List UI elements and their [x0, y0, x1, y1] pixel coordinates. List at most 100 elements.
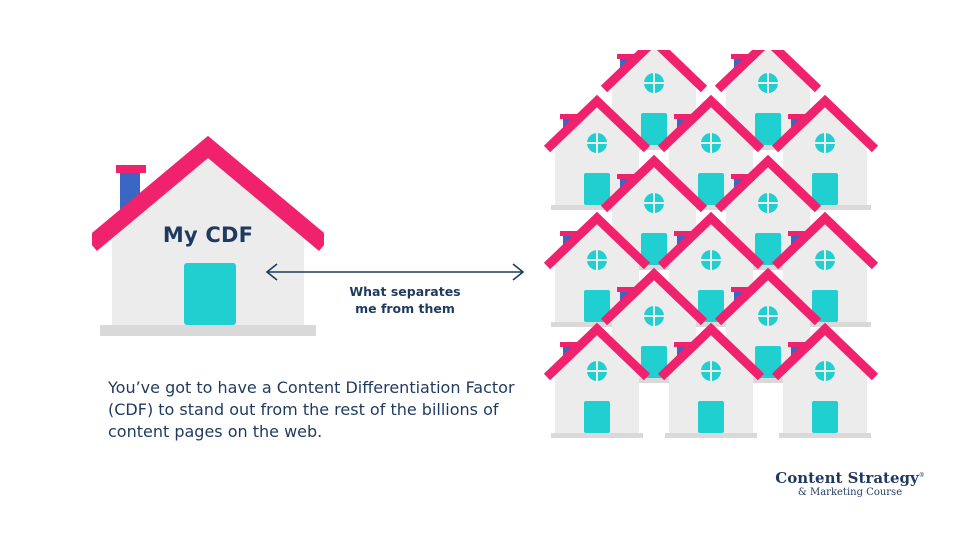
ground: [665, 205, 757, 210]
house-wall: [783, 107, 867, 205]
house-wall: [783, 335, 867, 433]
small-house: [600, 50, 708, 150]
small-house: [657, 94, 765, 210]
door: [755, 233, 781, 265]
chimney-cap: [116, 165, 146, 173]
door: [698, 290, 724, 322]
roof: [543, 322, 651, 381]
door: [641, 346, 667, 378]
chimney-cap: [788, 114, 805, 119]
ground: [100, 325, 316, 336]
roof: [714, 267, 822, 326]
ground: [722, 145, 814, 150]
door: [698, 401, 724, 433]
house-wall: [612, 50, 696, 145]
chimney-cap: [617, 54, 634, 59]
roof: [771, 94, 879, 153]
door: [641, 113, 667, 145]
small-house: [543, 211, 651, 327]
chimney-cap: [560, 231, 577, 236]
door: [584, 173, 610, 205]
chimney-cap: [674, 342, 691, 347]
small-house: [714, 154, 822, 270]
door: [184, 263, 236, 325]
ground: [608, 378, 700, 383]
chimney-cap: [674, 231, 691, 236]
roof: [600, 267, 708, 326]
ground: [608, 265, 700, 270]
roof: [92, 135, 324, 251]
door: [755, 113, 781, 145]
houses-crowd-illustration: [543, 50, 879, 438]
ground: [779, 433, 871, 438]
small-house: [657, 211, 765, 327]
house-wall: [726, 167, 810, 265]
ground: [779, 205, 871, 210]
main-house-illustration: [92, 135, 324, 336]
chimney-cap: [731, 54, 748, 59]
house-wall: [726, 50, 810, 145]
ground: [722, 378, 814, 383]
roof: [600, 154, 708, 213]
roof: [657, 322, 765, 381]
small-house: [714, 267, 822, 383]
house-wall: [726, 280, 810, 378]
double-arrow-icon: [265, 263, 525, 281]
brand-name: Content Strategy: [775, 469, 919, 487]
door: [584, 401, 610, 433]
door: [812, 173, 838, 205]
small-house: [771, 211, 879, 327]
arrow-caption: What separates me from them: [330, 283, 480, 317]
house-wall: [783, 224, 867, 322]
roof: [543, 94, 651, 153]
description-line: (CDF) to stand out from the rest of the …: [108, 400, 499, 419]
chimney-cap: [617, 287, 634, 292]
chimney-cap: [560, 114, 577, 119]
house-wall: [555, 107, 639, 205]
brand-tagline: & Marketing Course: [797, 487, 903, 498]
door: [641, 233, 667, 265]
door: [698, 173, 724, 205]
chimney-cap: [788, 342, 805, 347]
brand-logo: Content Strategy® & Marketing Course: [770, 467, 930, 499]
description-text: You’ve got to have a Content Differentia…: [108, 377, 528, 443]
door: [755, 346, 781, 378]
small-house: [600, 267, 708, 383]
chimney-cap: [731, 174, 748, 179]
chimney-cap: [674, 114, 691, 119]
ground: [608, 145, 700, 150]
ground: [665, 433, 757, 438]
chimney-cap: [617, 174, 634, 179]
roof: [600, 50, 708, 93]
roof: [714, 154, 822, 213]
house-wall: [669, 224, 753, 322]
house-wall: [555, 335, 639, 433]
arrow-caption-line: What separates: [349, 284, 461, 299]
arrow-caption-line: me from them: [355, 301, 455, 316]
house-wall: [555, 224, 639, 322]
small-house: [543, 322, 651, 438]
roof: [714, 50, 822, 93]
chimney-cap: [560, 342, 577, 347]
door: [584, 290, 610, 322]
small-house: [771, 322, 879, 438]
roof: [543, 211, 651, 270]
house-wall: [612, 280, 696, 378]
ground: [722, 265, 814, 270]
ground: [551, 205, 643, 210]
chimney-cap: [788, 231, 805, 236]
small-house: [771, 94, 879, 210]
door: [812, 401, 838, 433]
ground: [551, 433, 643, 438]
description-line: content pages on the web.: [108, 422, 323, 441]
small-house: [714, 50, 822, 150]
main-house-label: My CDF: [162, 223, 254, 247]
roof: [771, 322, 879, 381]
chimney-cap: [731, 287, 748, 292]
small-house: [657, 322, 765, 438]
roof: [657, 94, 765, 153]
roof: [771, 211, 879, 270]
brand-trademark: ®: [918, 472, 925, 479]
description-line: You’ve got to have a Content Differentia…: [108, 378, 515, 397]
small-house: [600, 154, 708, 270]
